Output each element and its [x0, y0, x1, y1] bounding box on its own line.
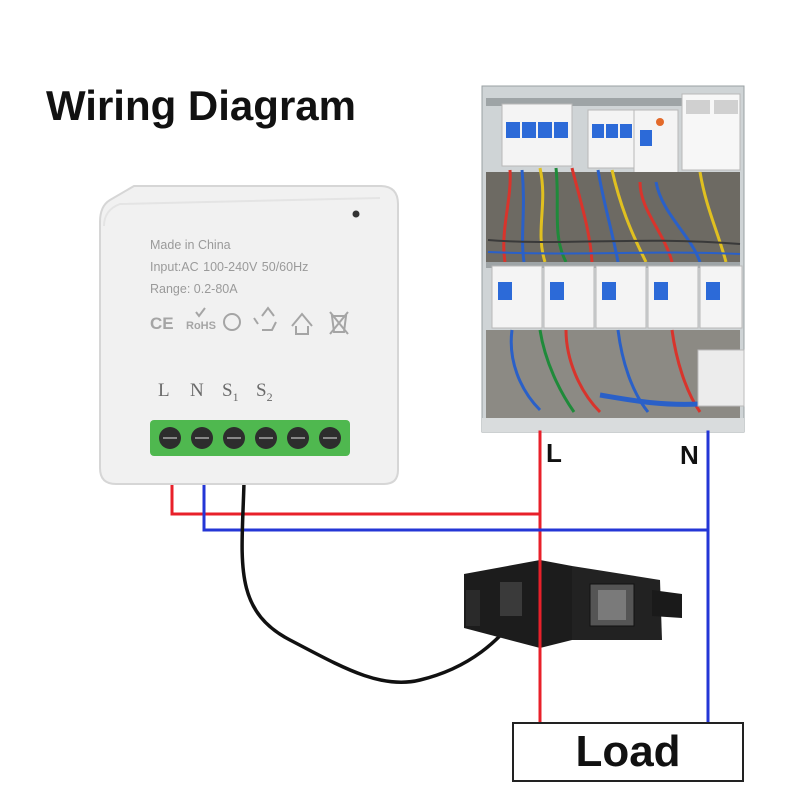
- load-label: Load: [575, 727, 681, 776]
- terminal-n-label: N: [190, 380, 204, 401]
- live-line-label: L: [546, 438, 562, 468]
- check-icon: [195, 307, 206, 318]
- cable-bundle: [487, 167, 741, 263]
- terminal-s1-label: S1: [222, 380, 239, 404]
- terminal-l-label: L: [158, 380, 170, 401]
- rohs-mark: RoHS: [186, 320, 216, 332]
- wires: [170, 430, 710, 724]
- power-symbol-icon: [223, 313, 241, 331]
- top-breakers: [501, 93, 741, 181]
- device-input-rating: Input:AC 100-240V 50/60Hz: [150, 260, 309, 274]
- load-box: Load: [512, 722, 744, 782]
- neutral-line-label: N: [680, 440, 699, 470]
- middle-breakers: [491, 265, 743, 329]
- distribution-box-photo: [481, 85, 745, 433]
- terminal-s2-label: S2: [256, 380, 273, 404]
- device-range: Range: 0.2-80A: [150, 282, 238, 296]
- current-clamp-sensor: [464, 560, 682, 648]
- live-wire-to-device: [170, 480, 542, 516]
- device-made-in: Made in China: [150, 238, 231, 252]
- home-icon: [291, 312, 313, 335]
- smart-switch-device: [99, 185, 399, 485]
- weee-bin-icon: [329, 311, 349, 335]
- ct-sensor-cable: [240, 480, 523, 685]
- recycle-icon: [253, 306, 277, 331]
- neutral-wire-to-device: [202, 480, 710, 532]
- ce-mark: CE: [150, 314, 174, 333]
- page-title: Wiring Diagram: [46, 82, 356, 129]
- cert-icons: [195, 306, 349, 335]
- status-led: [352, 210, 360, 218]
